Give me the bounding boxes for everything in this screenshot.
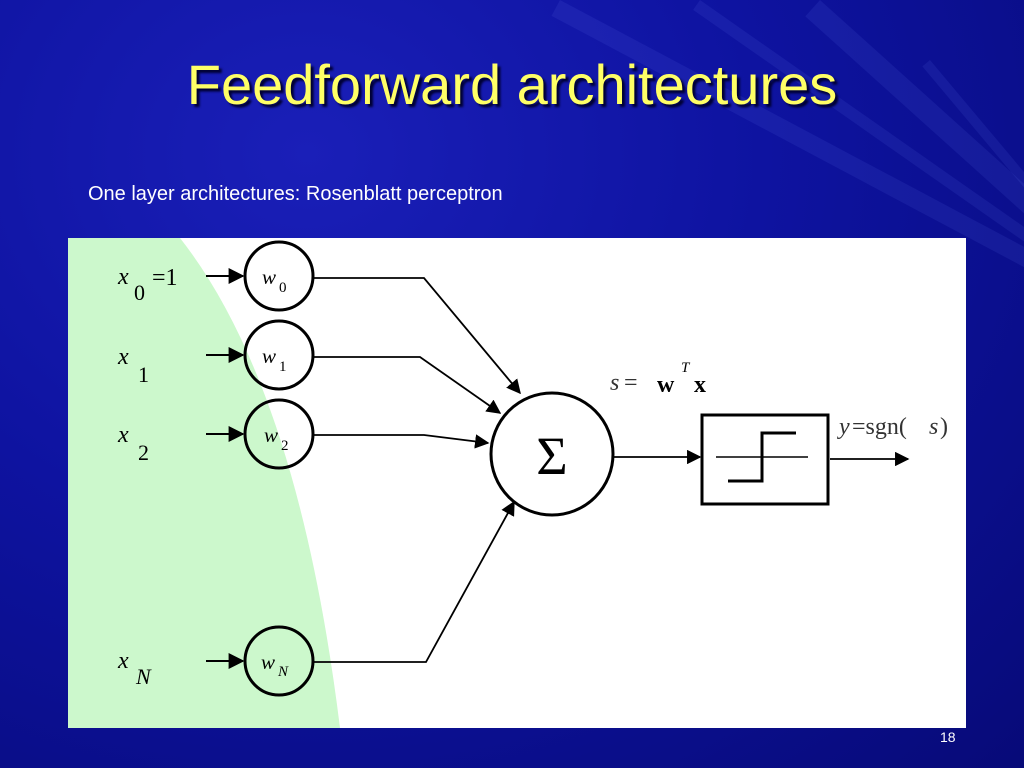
weight-subscript-wN: N (277, 664, 289, 680)
weight-node-1 (243, 319, 315, 391)
output-equation-s: s (929, 414, 938, 440)
input-subscript-x1: 1 (138, 362, 149, 387)
sum-equation-w: w (657, 372, 675, 398)
input-region (68, 238, 340, 728)
input-label-x0: x (117, 264, 129, 290)
connection-w0 (314, 277, 521, 395)
weight-label-wN: w (261, 650, 275, 674)
slide-title: Feedforward architectures (186, 53, 838, 116)
input-label-x2: x (117, 422, 129, 448)
sum-equation-x: x (694, 372, 706, 398)
weight-subscript-w2: 2 (281, 438, 289, 454)
weight-label-w1: w (262, 344, 276, 368)
slide-subtitle: One layer architectures: Rosenblatt perc… (88, 183, 503, 205)
weight-node-2 (243, 398, 315, 470)
weight-subscript-w0: 0 (279, 280, 287, 296)
output-equation-close: ) (940, 414, 948, 440)
input-subscript-x0: 0 (134, 280, 145, 305)
input-subscript-x2: 2 (138, 440, 149, 465)
weight-node-0 (243, 240, 315, 312)
sum-equation-s: s (610, 370, 619, 396)
summation-symbol: Σ (536, 426, 567, 486)
output-equation-y: y (837, 414, 850, 440)
sum-equation-T: T (681, 360, 691, 376)
sum-equation-eq: = (624, 370, 638, 396)
input-subscript-xN: N (135, 664, 152, 689)
sign-activation-box (700, 413, 830, 506)
connection-wN (314, 500, 515, 663)
summation-node (489, 391, 615, 517)
weight-label-w2: w (264, 423, 278, 447)
input-label-xN: x (117, 648, 129, 674)
weight-subscript-w1: 1 (279, 359, 287, 375)
page-number: 18 (940, 729, 956, 745)
input-label-x1: x (117, 344, 129, 370)
connection-w1 (314, 356, 502, 414)
perceptron-diagram: x 0 =1 x 1 x 2 x N w 0 w 1 w 2 w N (68, 238, 966, 728)
weight-label-w0: w (262, 265, 276, 289)
output-equation-sgn: =sgn( (852, 414, 907, 440)
input-suffix-x0: =1 (152, 265, 178, 291)
sign-function-curve (728, 431, 796, 483)
diagram-canvas: x 0 =1 x 1 x 2 x N w 0 w 1 w 2 w N (68, 238, 948, 728)
weight-node-N (243, 625, 315, 697)
connection-w2 (314, 434, 490, 449)
